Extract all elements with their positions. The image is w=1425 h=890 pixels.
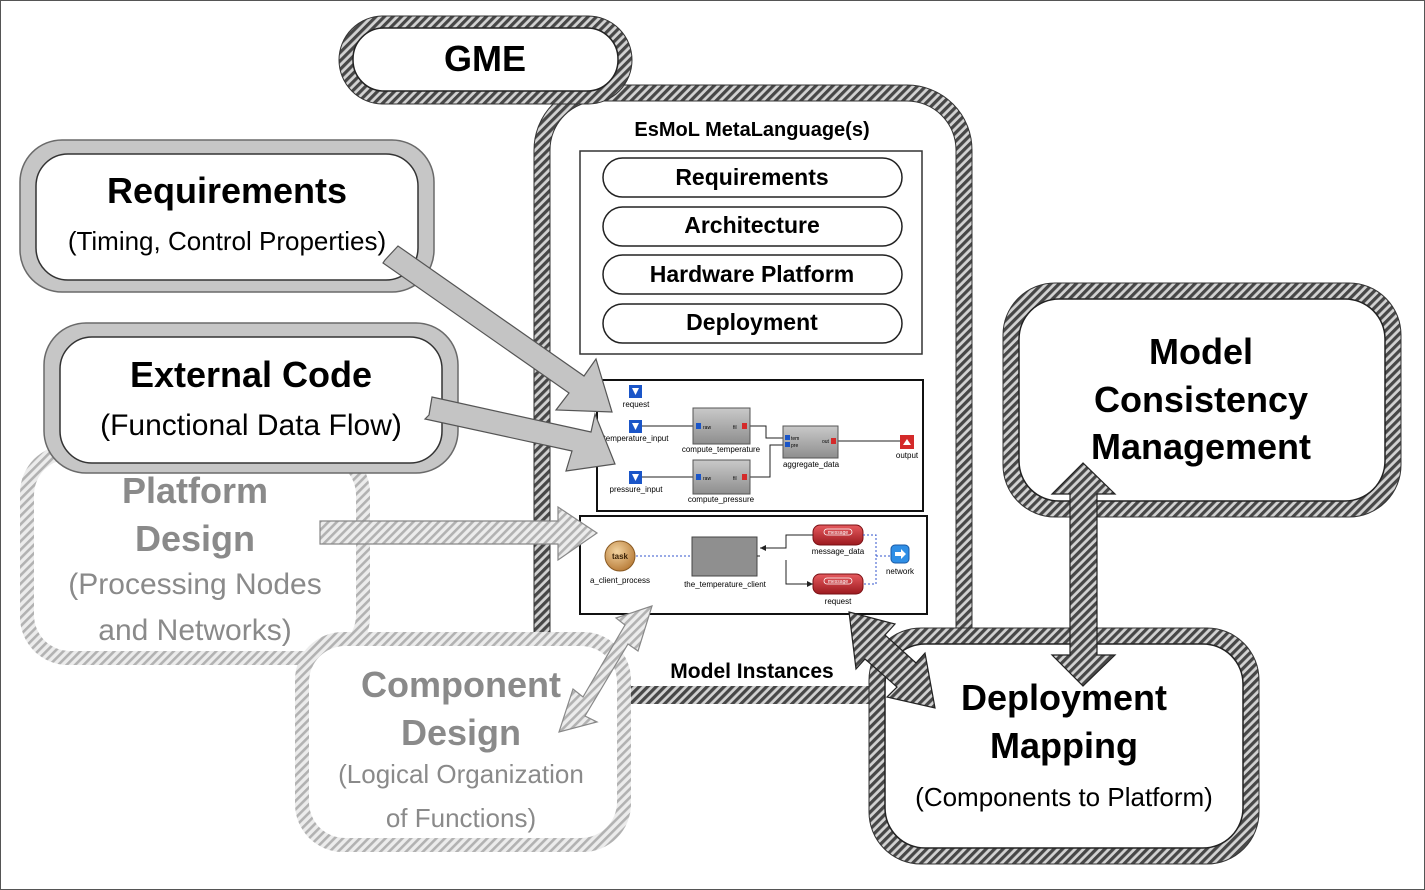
deployment-arrowhead — [760, 545, 766, 551]
model-instances-bar — [600, 686, 900, 704]
deployment-link — [785, 560, 813, 585]
external-code-box: External Code (Functional Data Flow) — [43, 322, 459, 474]
svg-text:pre: pre — [791, 443, 798, 449]
output-port: output — [896, 435, 919, 460]
deployment-link — [760, 534, 813, 549]
dataflow-wire — [750, 444, 783, 478]
requirements-arrow — [382, 245, 613, 413]
svg-text:fil: fil — [733, 476, 737, 482]
dataflow-wire — [750, 425, 783, 439]
svg-text:Requirements: Requirements — [675, 164, 828, 190]
component-design-box: Component Design (Logical Organization o… — [295, 632, 631, 852]
svg-text:out: out — [822, 439, 830, 445]
svg-text:message: message — [828, 579, 849, 585]
dataflow-model-panel: request temperature_input pressure_input… — [596, 379, 924, 512]
task-icon: task — [604, 540, 636, 572]
metalanguage-item-hardware-platform: Hardware Platform — [602, 254, 903, 295]
gme-pill: GME — [338, 15, 633, 105]
component-design-title-1: Component — [361, 664, 561, 705]
gme-title: GME — [444, 38, 526, 79]
svg-text:compute_temperature: compute_temperature — [682, 445, 761, 454]
deployment-mapping-arrow — [848, 611, 936, 709]
deployment-mapping-box: Deployment Mapping (Components to Platfo… — [868, 627, 1260, 865]
svg-text:tem: tem — [791, 436, 799, 442]
compute-pressure-block: raw fil compute_pressure — [688, 459, 755, 504]
svg-text:network: network — [886, 567, 915, 576]
svg-text:task: task — [612, 552, 629, 561]
svg-text:compute_pressure: compute_pressure — [688, 495, 755, 504]
external-code-arrow — [423, 396, 616, 472]
deployment-model-panel: task a_client_process the_temperature_cl… — [579, 515, 928, 615]
temperature-client-block: the_temperature_client — [684, 536, 767, 589]
svg-text:request: request — [825, 597, 852, 606]
requirements-box: Requirements (Timing, Control Properties… — [19, 139, 435, 293]
external-code-subtitle: (Functional Data Flow) — [100, 409, 402, 442]
consistency-mapping-arrow — [1050, 462, 1117, 687]
deployment-mapping-subtitle: (Components to Platform) — [915, 782, 1213, 812]
model-consistency-line-3: Management — [1091, 426, 1311, 467]
svg-text:Hardware Platform: Hardware Platform — [650, 261, 855, 287]
metalanguage-title: EsMoL MetaLanguage(s) — [634, 119, 869, 141]
platform-design-box — [20, 445, 370, 665]
svg-text:Deployment: Deployment — [686, 309, 818, 335]
aggregate-data-block: tem pre out aggregate_data — [782, 425, 840, 469]
requirements-title: Requirements — [107, 170, 347, 211]
svg-text:temperature_input: temperature_input — [604, 434, 670, 443]
temperature-input-port: temperature_input — [604, 420, 670, 443]
pressure-input-port: pressure_input — [610, 471, 664, 494]
deployment-arrowhead — [807, 581, 813, 587]
svg-text:Architecture: Architecture — [684, 212, 819, 238]
a-client-process-label: a_client_process — [590, 576, 650, 585]
metalanguage-item-requirements: Requirements — [602, 157, 903, 198]
requirements-subtitle: (Timing, Control Properties) — [68, 226, 386, 256]
model-consistency-line-1: Model — [1149, 331, 1253, 372]
svg-text:output: output — [896, 451, 919, 460]
request-input-port: request — [623, 385, 650, 409]
component-design-title-2: Design — [401, 712, 521, 753]
platform-design-subtitle-2: and Networks) — [98, 614, 291, 647]
message-data-block: message message_data — [812, 524, 865, 556]
svg-text:message: message — [828, 530, 849, 536]
platform-design-title-2: Design — [135, 518, 255, 559]
metalanguage-list: Requirements Architecture Hardware Platf… — [579, 150, 923, 355]
model-consistency-box: Model Consistency Management — [1002, 282, 1402, 518]
platform-design-subtitle-1: (Processing Nodes — [68, 568, 321, 601]
svg-text:aggregate_data: aggregate_data — [783, 460, 840, 469]
svg-text:fil: fil — [733, 425, 737, 431]
component-design-arrow — [558, 605, 653, 733]
compute-temperature-block: raw fil compute_temperature — [682, 407, 761, 454]
metalanguage-item-deployment: Deployment — [602, 303, 903, 344]
model-consistency-line-2: Consistency — [1094, 379, 1308, 420]
svg-text:pressure_input: pressure_input — [610, 485, 664, 494]
deployment-link — [863, 534, 877, 585]
component-design-subtitle-2: of Functions) — [386, 803, 536, 833]
deployment-mapping-line-1: Deployment — [961, 677, 1167, 718]
network-icon: network — [886, 544, 915, 576]
platform-design-arrow — [319, 505, 599, 562]
metalanguage-item-architecture: Architecture — [602, 206, 903, 247]
external-code-title: External Code — [130, 354, 372, 395]
svg-text:request: request — [623, 400, 650, 409]
svg-text:raw: raw — [703, 476, 711, 482]
deployment-mapping-line-2: Mapping — [990, 725, 1138, 766]
svg-text:the_temperature_client: the_temperature_client — [684, 580, 767, 589]
model-instances-label: Model Instances — [670, 660, 833, 683]
platform-design-title-1: Platform — [122, 470, 268, 511]
svg-text:raw: raw — [703, 425, 711, 431]
component-design-subtitle-1: (Logical Organization — [338, 759, 584, 789]
svg-text:message_data: message_data — [812, 547, 865, 556]
